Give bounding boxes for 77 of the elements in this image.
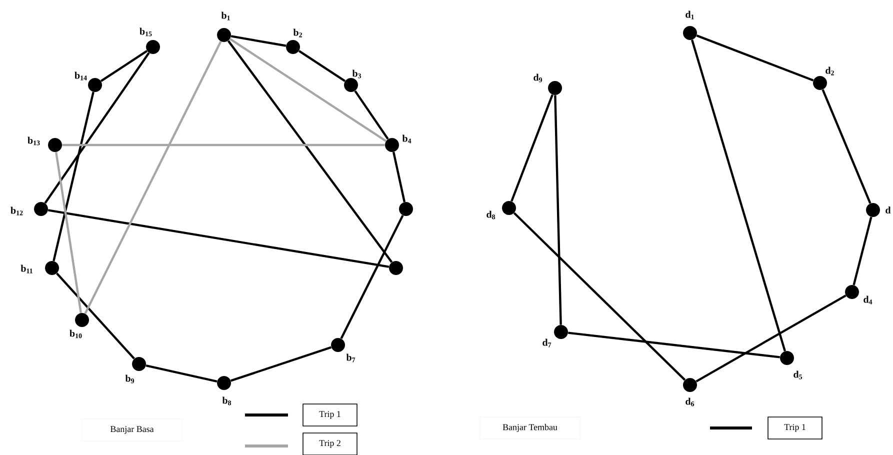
node-label: d$_{9}$	[534, 74, 542, 82]
dot	[146, 40, 160, 54]
route-line	[852, 216, 872, 286]
dot	[389, 261, 403, 275]
node-label: b$_{13}$	[28, 136, 40, 146]
dot	[502, 201, 516, 215]
route-line	[554, 95, 562, 325]
node-label: b$_{14}$	[74, 72, 87, 80]
route-line	[822, 89, 872, 204]
node-label: b$_{7}$	[346, 354, 356, 362]
dot	[866, 203, 880, 217]
dot	[845, 285, 859, 299]
node-label: d$_{4}$	[864, 296, 872, 304]
dot	[683, 26, 697, 40]
route-line	[696, 34, 814, 82]
dot	[780, 351, 794, 365]
route-line	[56, 272, 135, 360]
dot	[132, 357, 146, 371]
route-line	[513, 212, 686, 381]
node-label: d$_{2}$	[826, 66, 834, 76]
route-line	[510, 94, 554, 202]
route-line	[392, 152, 406, 202]
route-line	[146, 364, 218, 382]
route-line	[100, 50, 148, 82]
node-label: b$_{4}$	[402, 134, 412, 144]
dot	[217, 376, 231, 390]
dot	[45, 261, 59, 275]
route-line	[691, 40, 786, 352]
dot	[75, 313, 89, 327]
dot	[399, 202, 413, 216]
node-label: d$_{5}$	[794, 370, 802, 380]
node-label: b$_{1}$	[221, 12, 230, 20]
node-label: b$_{9}$	[125, 374, 134, 384]
dot	[344, 78, 358, 92]
dot	[48, 138, 62, 152]
dot	[813, 76, 827, 90]
dot	[34, 202, 48, 216]
route-line	[568, 332, 780, 358]
node-label: b$_{10}$	[70, 330, 82, 338]
route-line	[230, 35, 286, 47]
route-line	[229, 38, 387, 142]
dot	[554, 325, 568, 339]
legend-label: Trip 2	[302, 432, 358, 455]
route-line	[354, 90, 389, 140]
route-line	[55, 152, 82, 314]
route-line	[44, 52, 150, 204]
node-label: b$_{8}$	[222, 396, 232, 406]
node-label: d$_{6}$	[686, 398, 694, 406]
legend-label: Trip 1	[302, 404, 358, 426]
route-line	[48, 209, 390, 268]
route-line	[227, 40, 393, 263]
node-label: b$_{11}$	[20, 264, 32, 274]
dot	[385, 138, 399, 152]
node-label: d	[886, 206, 891, 214]
dot	[286, 40, 300, 54]
node-label: b$_{2}$	[293, 28, 302, 38]
node-label: b$_{3}$	[352, 70, 362, 78]
dot	[217, 28, 231, 42]
route-line	[696, 294, 846, 382]
route-line	[62, 144, 385, 146]
node-label: b$_{12}$	[10, 206, 23, 216]
place-label: Banjar Tembau	[480, 416, 580, 440]
node-label: d$_{7}$	[542, 338, 552, 348]
route-line	[340, 214, 404, 340]
route-line	[52, 92, 94, 262]
dot	[88, 78, 102, 92]
place-label: Banjar Basa	[82, 418, 182, 442]
legend-label: Trip 1	[768, 416, 822, 440]
route-line	[230, 346, 332, 382]
dot	[331, 338, 345, 352]
node-label: d$_{8}$	[486, 210, 496, 220]
dot	[548, 81, 562, 95]
route-line	[298, 50, 346, 82]
route-line	[84, 40, 222, 314]
dot	[683, 378, 697, 392]
node-label: d$_{1}$	[686, 10, 694, 20]
node-label: b$_{15}$	[140, 28, 152, 36]
